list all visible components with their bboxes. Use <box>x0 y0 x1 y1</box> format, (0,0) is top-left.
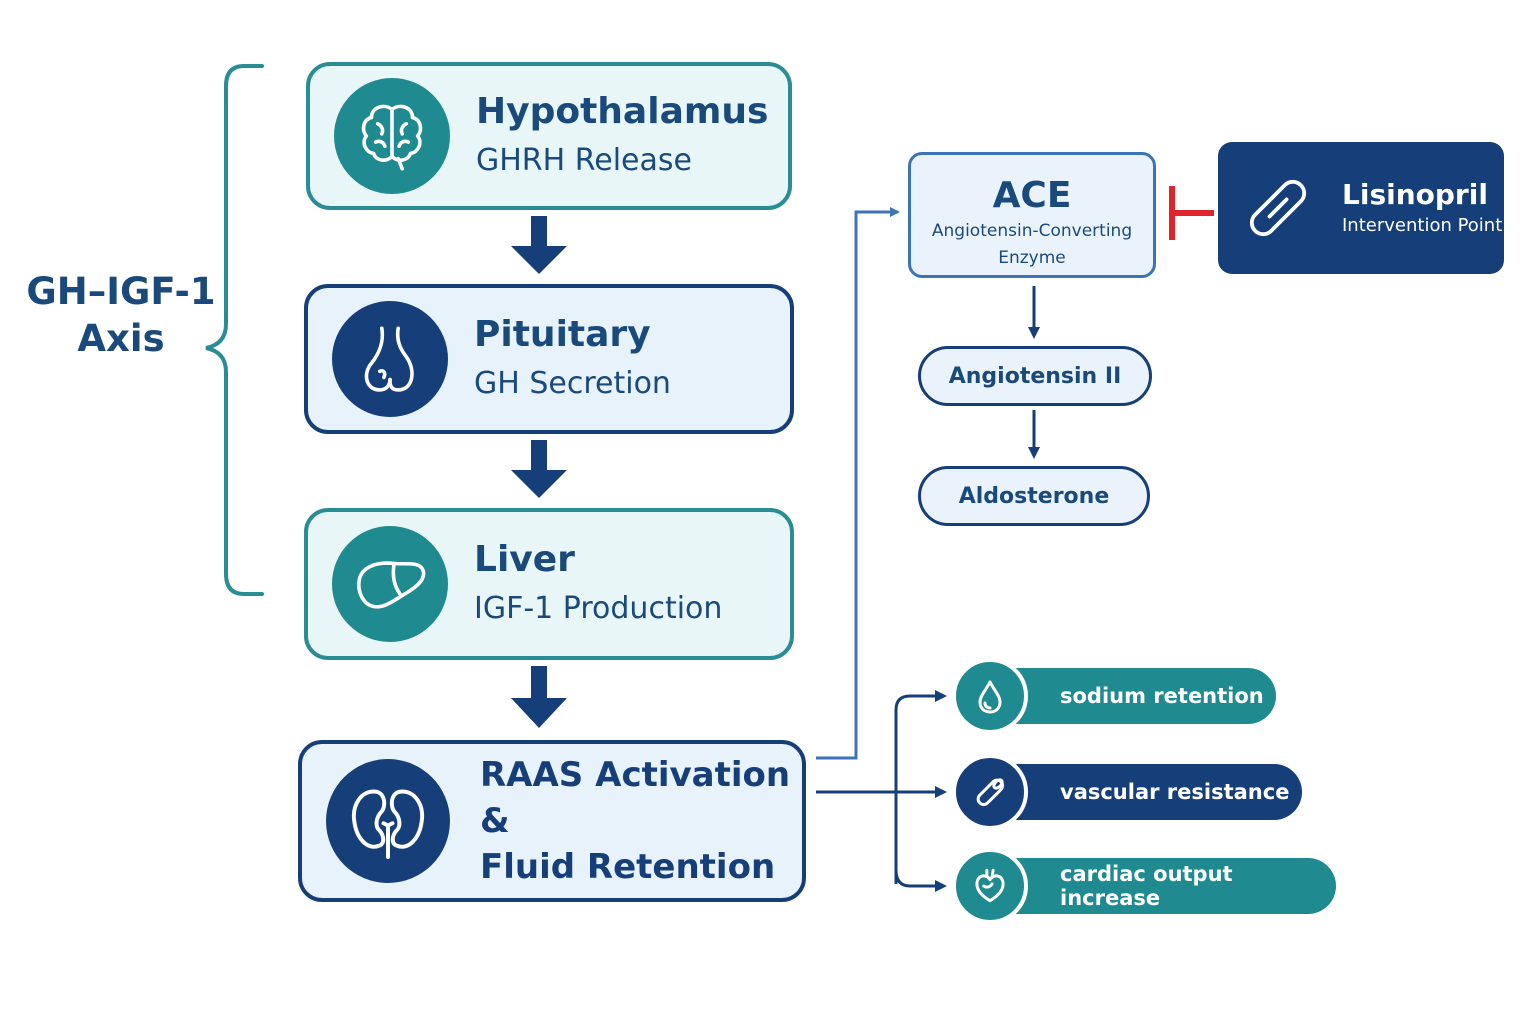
lisinopril-box: Lisinopril Intervention Point <box>1218 142 1504 274</box>
step-pituitary-subtitle: GH Secretion <box>474 366 671 401</box>
axis-label: GH–IGF-1 Axis <box>10 268 232 362</box>
kidneys-icon <box>326 759 450 883</box>
inhibition-marker <box>1169 186 1214 240</box>
step-liver-subtitle: IGF-1 Production <box>474 591 723 626</box>
pill-icon <box>1249 179 1307 237</box>
step-pituitary-title: Pituitary <box>474 314 651 355</box>
step-liver-title: Liver <box>474 539 575 580</box>
lisinopril-name: Lisinopril <box>1342 178 1488 211</box>
ace-title: ACE <box>992 175 1072 216</box>
raas-title-line1: RAAS Activation & <box>480 755 791 841</box>
effects-branch-connector <box>816 690 947 892</box>
ace-box: ACE Angiotensin-Converting Enzyme <box>908 152 1156 278</box>
axis-label-line2: Axis <box>77 317 165 360</box>
angiotensin-ii-pill: Angiotensin II <box>918 346 1152 406</box>
axis-label-line1: GH–IGF-1 <box>26 270 216 313</box>
step-pituitary: Pituitary GH Secretion <box>304 284 794 434</box>
water-drop-icon <box>952 658 1028 734</box>
axis-brace <box>205 64 264 596</box>
effect-vascular-resistance-label: vascular resistance <box>1060 780 1290 804</box>
effect-sodium-retention-label: sodium retention <box>1060 684 1264 708</box>
pituitary-gland-icon <box>332 301 448 417</box>
blood-vessel-icon <box>952 754 1028 830</box>
ace-subtitle-line1: Angiotensin-Converting <box>931 221 1133 241</box>
down-arrow-hypothalamus-pituitary <box>511 216 567 274</box>
effect-cardiac-output: cardiac output increase <box>986 858 1336 914</box>
lisinopril-label: Intervention Point <box>1342 215 1503 236</box>
effect-sodium-retention: sodium retention <box>986 668 1276 724</box>
step-liver: Liver IGF-1 Production <box>304 508 794 660</box>
step-hypothalamus-subtitle: GHRH Release <box>476 143 692 178</box>
step-hypothalamus-title: Hypothalamus <box>476 91 769 132</box>
effect-cardiac-output-label: cardiac output increase <box>1060 862 1233 910</box>
step-raas: RAAS Activation & Fluid Retention <box>298 740 806 902</box>
raas-to-ace-connector <box>816 207 900 760</box>
brain-icon <box>334 78 450 194</box>
heart-icon <box>952 848 1028 924</box>
liver-icon <box>332 526 448 642</box>
ace-subtitle-line2: Enzyme <box>998 248 1066 268</box>
effect-vascular-resistance: vascular resistance <box>986 764 1302 820</box>
down-arrow-liver-raas <box>511 666 567 728</box>
down-arrow-pituitary-liver <box>511 440 567 498</box>
step-hypothalamus: Hypothalamus GHRH Release <box>306 62 792 210</box>
raas-title-line2: Fluid Retention <box>480 847 776 887</box>
aldosterone-pill: Aldosterone <box>918 466 1150 526</box>
